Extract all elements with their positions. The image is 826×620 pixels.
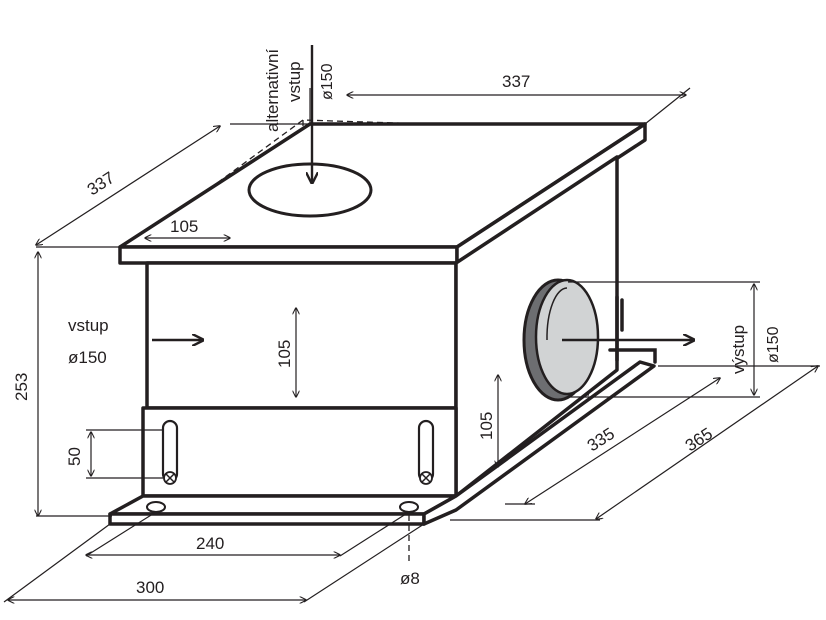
dim-slot-length: 50: [65, 447, 84, 466]
label-top-inlet-line1: alternativní: [263, 49, 282, 132]
label-top-inlet-line2: vstup: [285, 61, 304, 102]
dim-hole-spacing: 240: [196, 534, 224, 553]
housing: [108, 122, 657, 526]
label-top-inlet-diameter: ø150: [319, 63, 336, 100]
label-outlet-diameter: ø150: [765, 326, 782, 363]
label-side-inlet: vstup: [68, 316, 109, 335]
dim-base-depth-inner: 335: [584, 424, 618, 455]
dim-base-width: 300: [136, 578, 164, 597]
front-wall: [145, 261, 458, 410]
dim-height: 253: [12, 373, 31, 401]
dim-top-inlet-offset: 105: [170, 217, 198, 236]
dim-side-inlet-height: 105: [275, 340, 294, 368]
base-plate-front: [108, 512, 426, 526]
label-hole-diameter: ø8: [400, 569, 420, 588]
dimension-lines: [3, 87, 820, 602]
dim-top-width: 337: [502, 72, 530, 91]
base-hole-left: [146, 501, 166, 513]
dim-outlet-height: 105: [477, 412, 496, 440]
top-panel-side-lip: [455, 122, 647, 265]
label-side-inlet-diameter: ø150: [68, 348, 107, 367]
top-panel-front-lip: [118, 245, 459, 265]
dim-base-depth-outer: 365: [682, 424, 716, 455]
label-outlet: výstup: [729, 325, 748, 374]
screw-left: [163, 471, 177, 485]
base-hole-right: [399, 501, 419, 513]
flow-arrows: [152, 45, 694, 340]
top-inlet-opening: [247, 162, 373, 218]
screw-right: [419, 471, 433, 485]
mounting-bracket: [141, 406, 458, 498]
